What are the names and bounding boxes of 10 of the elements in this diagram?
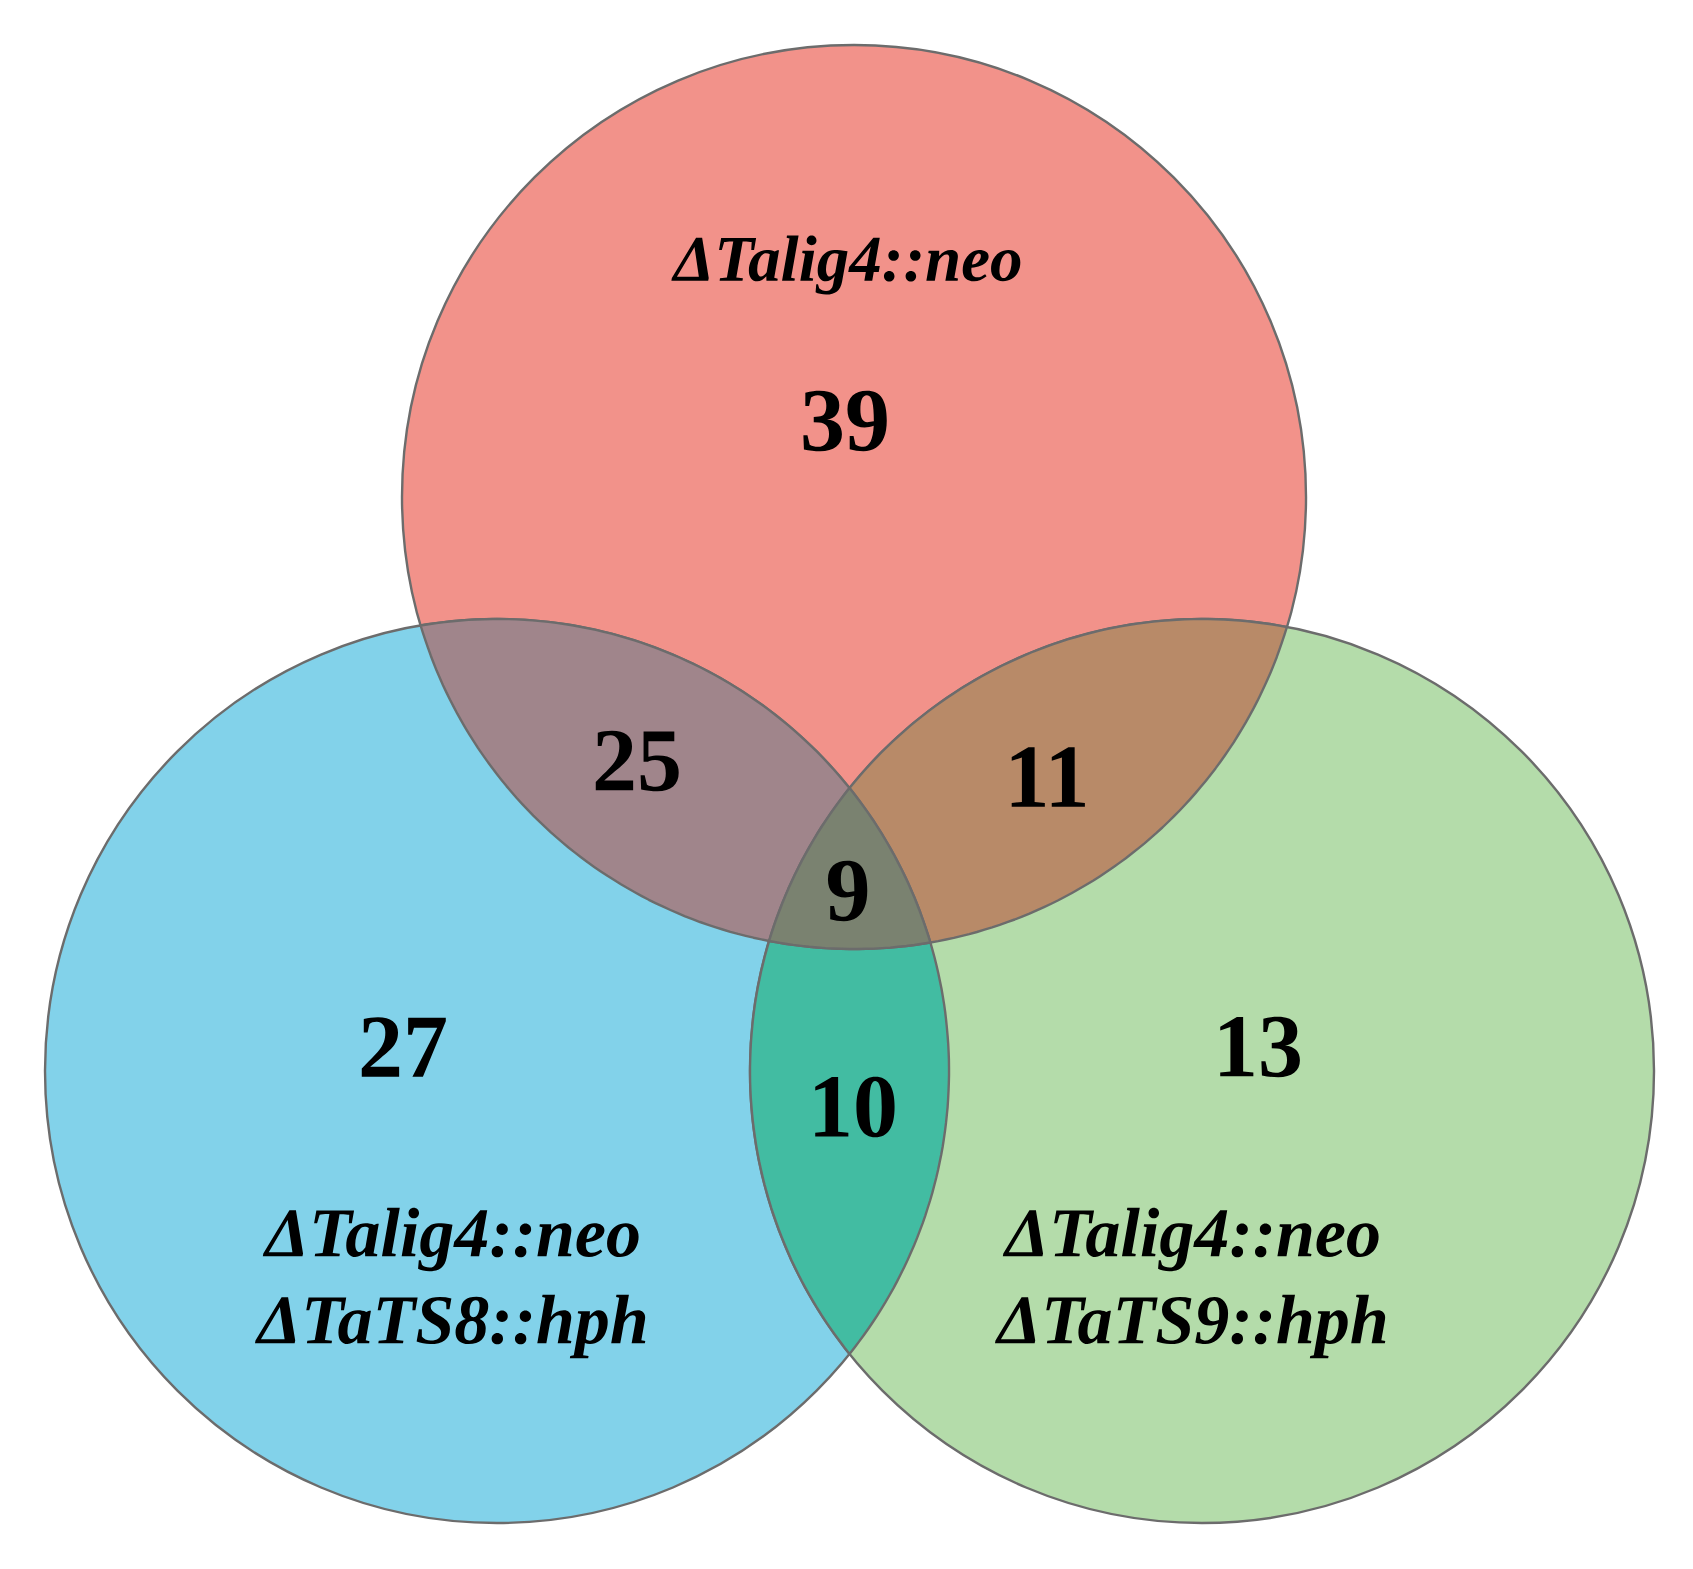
count-number: 13 (1220, 1016, 1300, 1078)
set-label: ΔTalig4::neo (671, 235, 1021, 295)
set-label: ΔTalig4::neo ΔTaTS8::hph (255, 1207, 646, 1359)
count-number: 27 (361, 1017, 446, 1077)
count-number: 39 (803, 390, 887, 452)
count-number: 25 (595, 730, 679, 792)
count-number: 11 (1011, 747, 1085, 807)
count-number: 10 (815, 1076, 895, 1138)
count-number: 9 (827, 860, 868, 922)
set-label: ΔTalig4::neo ΔTaTS9::hph (995, 1207, 1386, 1359)
